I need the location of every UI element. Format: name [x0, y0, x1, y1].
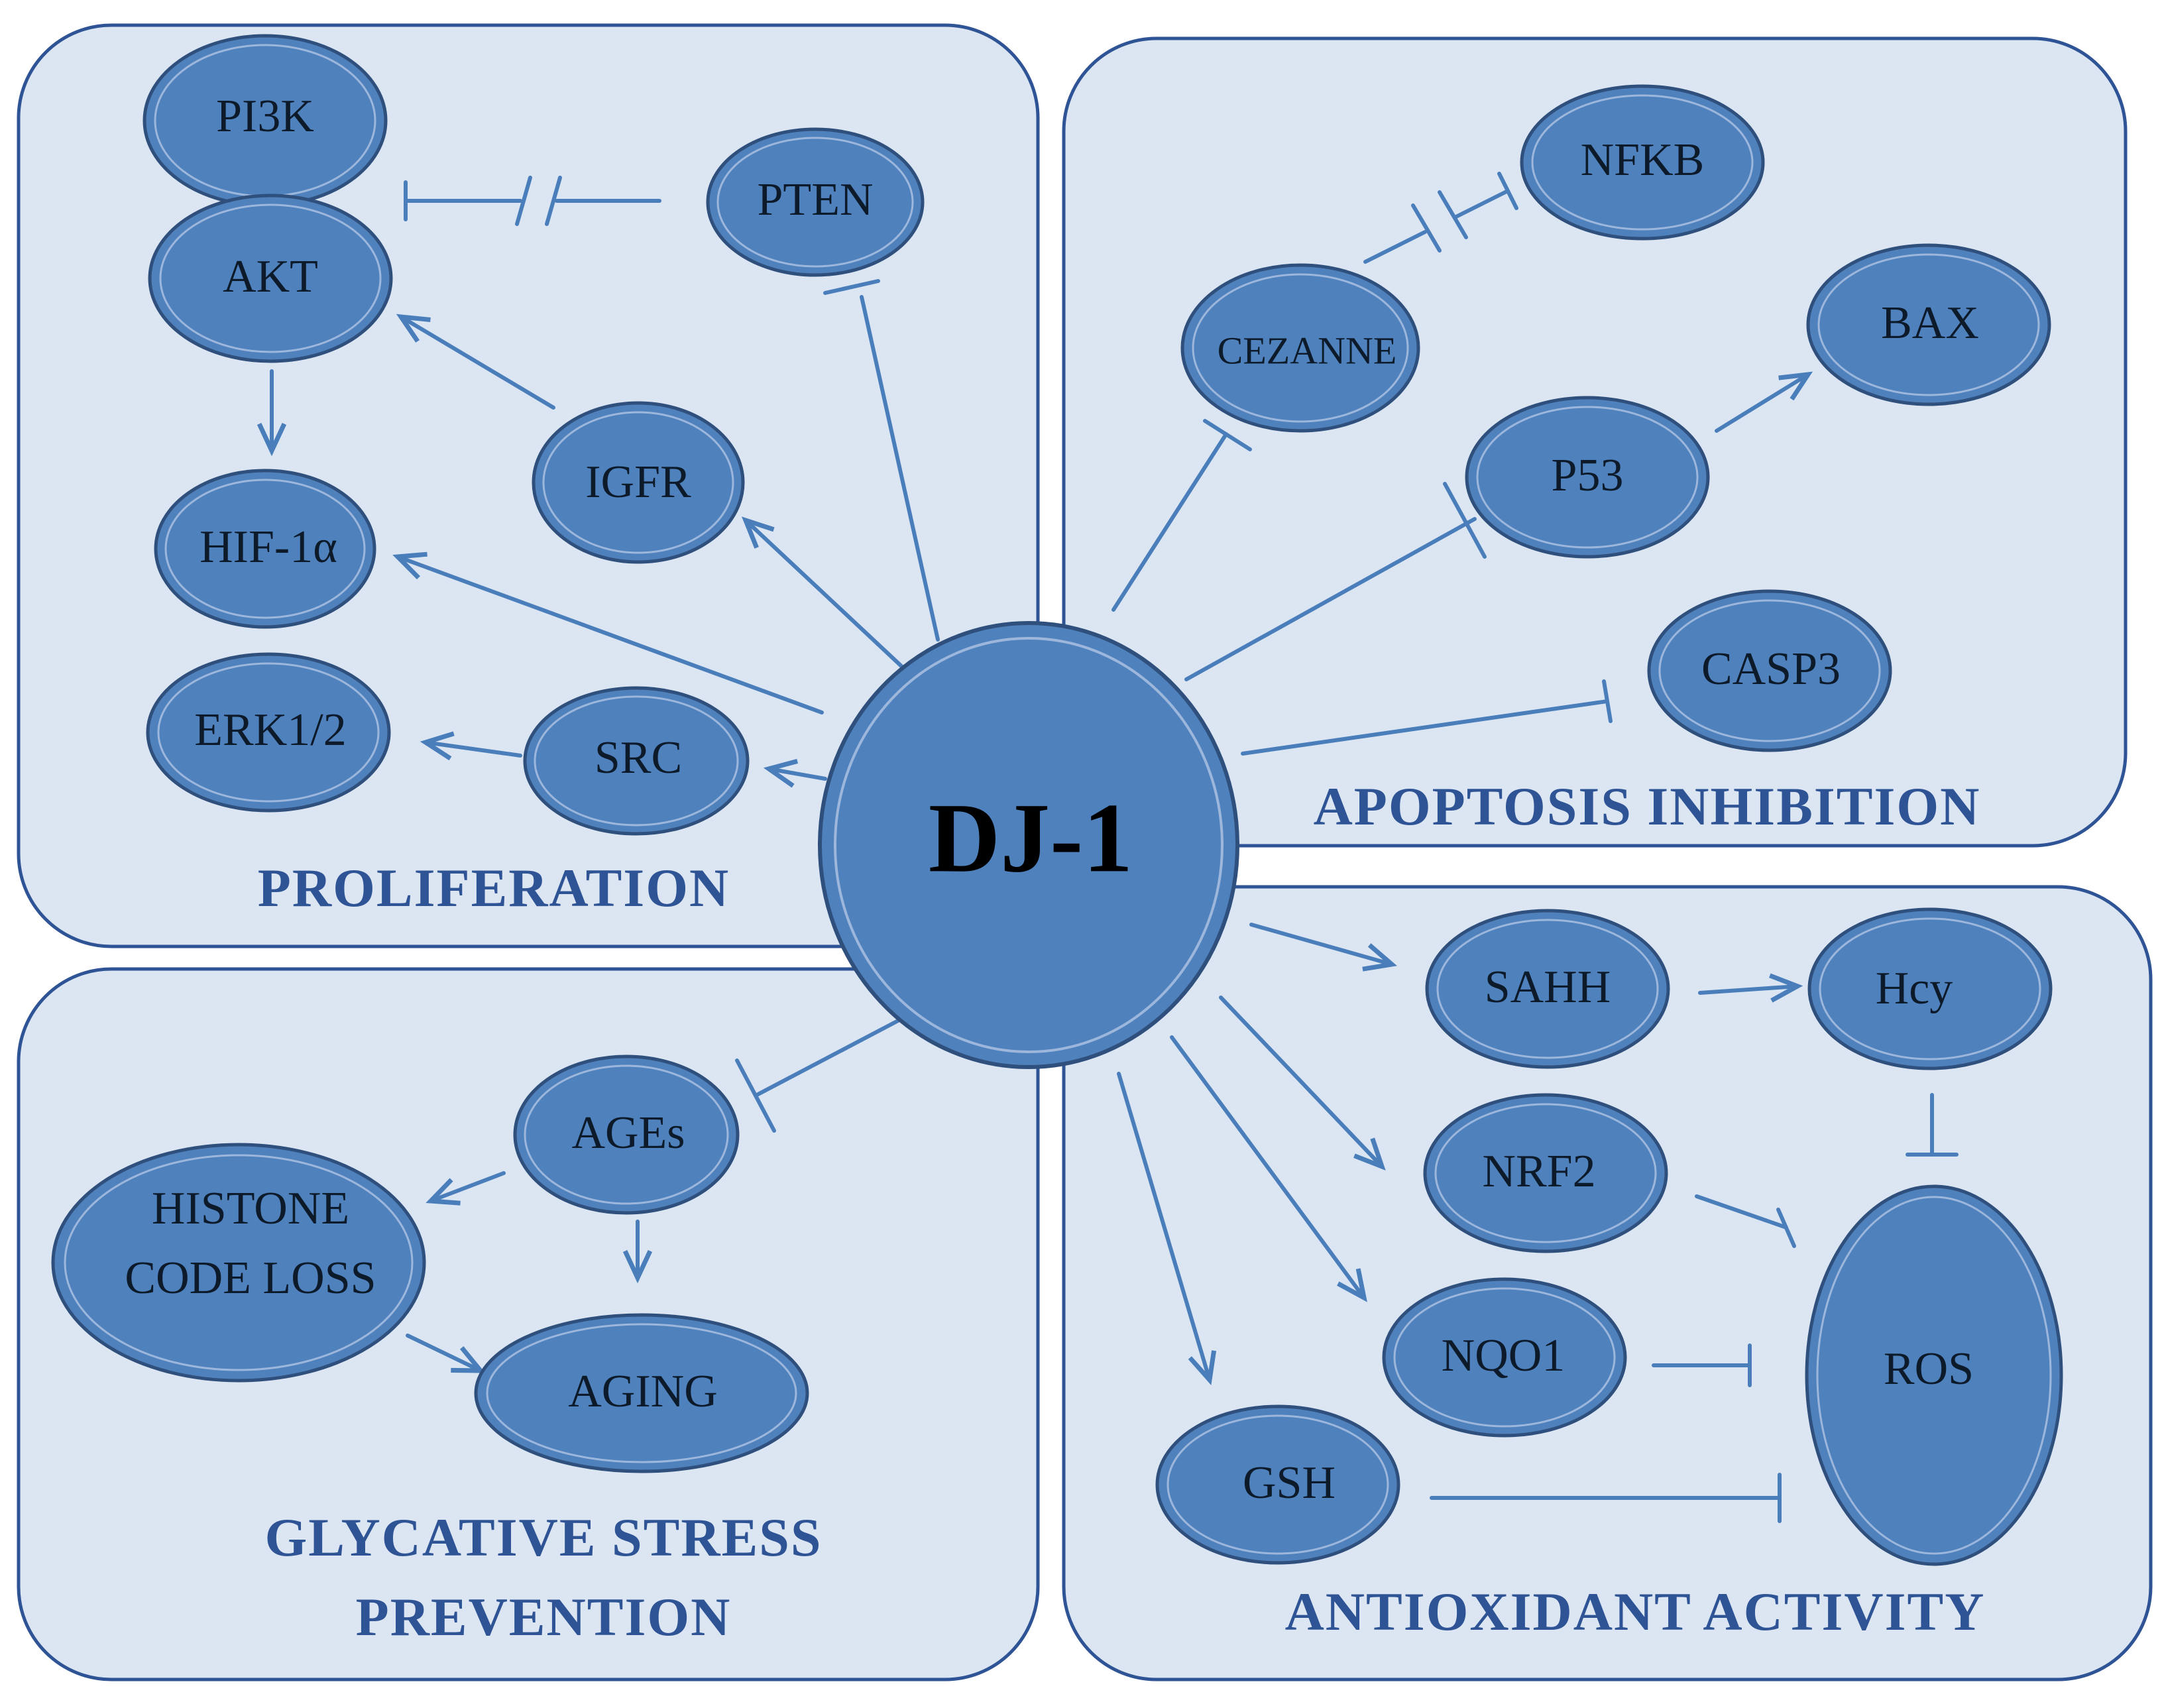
edge-histone-aging — [406, 1334, 481, 1371]
node-label-cezanne: CEZANNE — [1218, 329, 1397, 372]
edges — [272, 172, 1959, 1523]
node-pi3k: PI3K — [142, 34, 388, 207]
node-erk12: ERK1/2 — [146, 652, 391, 813]
edge-igfr-akt — [401, 317, 555, 410]
node-aging: AGING — [474, 1313, 809, 1473]
edge-dj1-ages-bar — [735, 1058, 776, 1133]
node-nfkb: NFKB — [1520, 84, 1765, 241]
node-label-casp3: CASP3 — [1701, 644, 1841, 695]
edge-pten-pi3k-break1 — [515, 176, 532, 226]
node-label-hif1a: HIF-1α — [199, 522, 337, 573]
node-label-sahh: SAHH — [1485, 962, 1611, 1013]
node-igfr: IGFR — [532, 401, 745, 564]
node-hif1a: HIF-1α — [154, 469, 376, 629]
edge-cezanne-nfkb-break2 — [1438, 190, 1468, 239]
panel-titles: PROLIFERATION APOPTOSIS INHIBITION GLYCA… — [258, 776, 1986, 1647]
node-histone-code-loss: HISTONE CODE LOSS — [51, 1143, 426, 1383]
node-label-nfkb: NFKB — [1581, 135, 1705, 186]
node-label-histone-line2: CODE LOSS — [125, 1253, 376, 1304]
edge-dj1-nrf2 — [1219, 996, 1382, 1167]
edge-dj1-igfr — [746, 520, 903, 668]
node-src: SRC — [523, 686, 750, 836]
edge-cezanne-nfkb-part2 — [1453, 189, 1510, 219]
edge-dj1-pten-bar — [823, 279, 880, 295]
node-label-akt: AKT — [223, 251, 318, 302]
node-bax: BAX — [1806, 243, 2051, 406]
node-label-hcy: Hcy — [1876, 963, 1953, 1014]
node-sahh: SAHH — [1425, 909, 1670, 1069]
node-label-nqo1: NQO1 — [1442, 1330, 1565, 1381]
edge-dj1-sahh — [1249, 923, 1392, 964]
title-proliferation: PROLIFERATION — [258, 858, 730, 918]
edge-dj1-gsh — [1117, 1072, 1210, 1380]
edge-p53-bax — [1715, 374, 1808, 433]
edge-nrf2-ros — [1695, 1194, 1788, 1229]
node-label-p53: P53 — [1552, 450, 1624, 501]
edge-cezanne-nfkb-part1 — [1363, 230, 1427, 264]
node-label-aging: AGING — [568, 1366, 718, 1417]
node-pten: PTEN — [706, 127, 925, 277]
node-label-bax: BAX — [1881, 298, 1979, 349]
title-glycative-line2: PREVENTION — [356, 1587, 732, 1647]
edge-ages-histone — [431, 1171, 506, 1201]
node-hcy: Hcy — [1807, 907, 2053, 1070]
node-ros: ROS — [1805, 1184, 2063, 1566]
edge-pten-pi3k-break2 — [545, 176, 562, 226]
nodes: PI3K AKT PTEN IGFR HIF-1α ERK1/2 — [51, 34, 2063, 1566]
node-casp3: CASP3 — [1647, 589, 1892, 752]
edge-dj1-p53 — [1184, 517, 1477, 681]
node-cezanne: CEZANNE — [1180, 263, 1420, 433]
node-nqo1: NQO1 — [1382, 1277, 1627, 1438]
edge-dj1-cezanne-bar — [1203, 419, 1252, 451]
edge-cezanne-nfkb-break1 — [1411, 203, 1442, 253]
node-label-pi3k: PI3K — [216, 91, 314, 142]
node-gsh: GSH — [1155, 1404, 1400, 1565]
edge-dj1-ages — [754, 1019, 900, 1098]
node-label-nrf2: NRF2 — [1482, 1146, 1595, 1197]
edge-src-erk — [426, 742, 522, 756]
edge-dj1-nqo1 — [1170, 1035, 1364, 1298]
edge-dj1-casp3 — [1241, 699, 1609, 756]
node-label-src: SRC — [595, 732, 682, 783]
node-p53: P53 — [1465, 396, 1710, 559]
node-label-erk12: ERK1/2 — [194, 705, 346, 756]
title-apoptosis-inhibition: APOPTOSIS INHIBITION — [1314, 776, 1981, 836]
node-label-histone-line1: HISTONE — [152, 1183, 349, 1234]
node-nrf2: NRF2 — [1423, 1093, 1668, 1253]
edge-dj1-cezanne — [1111, 432, 1228, 612]
node-dj1-center: DJ-1 — [818, 621, 1239, 1069]
edge-cezanne-nfkb-bar — [1497, 172, 1518, 210]
edge-dj1-casp3-bar — [1602, 679, 1613, 723]
edge-nrf2-ros-bar — [1776, 1208, 1796, 1248]
title-glycative-line1: GLYCATIVE STRESS — [265, 1507, 823, 1567]
node-label-ros: ROS — [1884, 1343, 1974, 1395]
node-ages: AGEs — [513, 1054, 740, 1215]
edge-sahh-hcy — [1698, 986, 1797, 993]
edge-dj1-pten — [860, 295, 940, 642]
node-label-ages: AGEs — [571, 1108, 685, 1159]
title-antioxidant-activity: ANTIOXIDANT ACTIVITY — [1285, 1581, 1986, 1642]
edge-dj1-src — [769, 769, 827, 779]
edge-dj1-hif1a — [398, 557, 824, 714]
node-label-gsh: GSH — [1243, 1457, 1336, 1509]
node-label-igfr: IGFR — [585, 457, 691, 508]
node-label-pten: PTEN — [758, 174, 874, 225]
node-akt: AKT — [148, 194, 393, 363]
edge-dj1-p53-bar — [1443, 482, 1487, 559]
center-label: DJ-1 — [929, 783, 1133, 893]
